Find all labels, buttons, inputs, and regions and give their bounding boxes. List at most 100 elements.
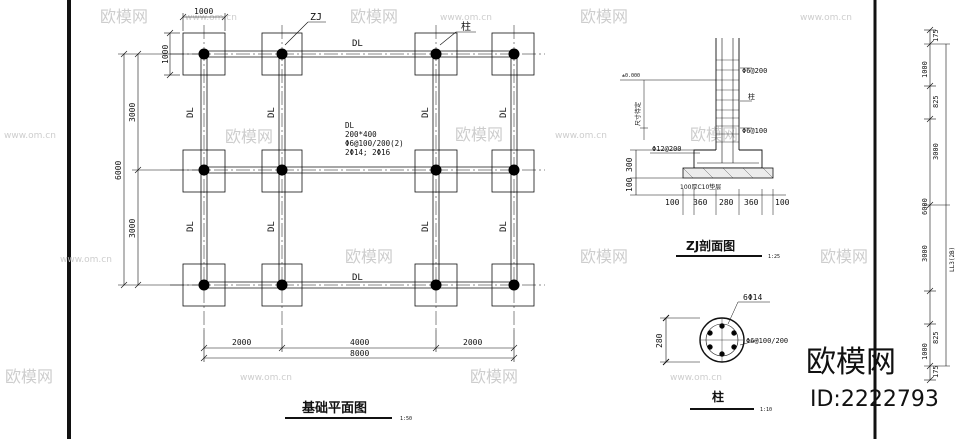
column-dot (276, 48, 288, 60)
beam-spec-line: 200*400 (345, 130, 377, 139)
beam-label: DL (186, 221, 196, 232)
column-title: 柱 (712, 389, 724, 404)
column-dot (198, 279, 210, 291)
beam-label: DL (499, 221, 509, 232)
right-dim: 6000 (921, 198, 929, 215)
column-dot (508, 279, 520, 291)
brand-logo: 欧模网 (806, 345, 896, 380)
dim-total-label: 8000 (350, 349, 369, 358)
watermark-brand: 欧模网 (580, 7, 628, 26)
watermark-url: www.om.cn (800, 13, 852, 23)
dim-left-label: 3000 (128, 103, 137, 122)
beam-label: DL (267, 107, 277, 118)
watermark-url: www.om.cn (555, 131, 607, 141)
column-dot (198, 164, 210, 176)
column-dot (430, 164, 442, 176)
right-dim: 175 (932, 29, 940, 42)
watermark-brand: 欧模网 (350, 7, 398, 26)
level-mark: ±0.000 (622, 73, 640, 79)
watermark-brand: 欧模网 (345, 247, 393, 266)
bar-spec-label: Φ12@200 (652, 145, 682, 153)
section-dim: 300 (625, 157, 634, 172)
stirrup-mid-label: Φ6@100 (742, 127, 767, 135)
section-scale: 1:25 (768, 254, 780, 260)
column-dot (430, 48, 442, 60)
side-note: 尺寸待定 (634, 102, 642, 126)
section-title: ZJ剖面图 (686, 238, 735, 253)
column-scale: 1:10 (760, 407, 772, 413)
section-dim: 360 (693, 198, 708, 207)
beam-label: DL (421, 107, 431, 118)
watermark-brand: 欧模网 (580, 247, 628, 266)
zj-section (620, 38, 786, 215)
plan-dimensions: 1000 2000 4000 2000 8000 1000 3000 (114, 7, 518, 362)
section-column-label: 柱 (748, 92, 755, 101)
stirrup-top-label: Φ6@200 (742, 67, 767, 75)
pad-note: 100厚C10垫层 (680, 183, 721, 191)
right-dim: 1000 (921, 343, 929, 360)
column-bars-label: 6Φ14 (743, 293, 762, 302)
plan-title: 基础平面图 (301, 400, 367, 416)
beam-spec-line: Φ6@100/200(2) (345, 139, 404, 148)
right-elevation-dims (924, 26, 950, 384)
watermark-url: www.om.cn (185, 13, 237, 23)
watermark-brand: 欧模网 (470, 367, 518, 386)
section-dim: 100 (665, 198, 680, 207)
watermark-url: www.om.cn (4, 131, 56, 141)
section-dim: 100 (625, 177, 634, 192)
column-dot (430, 279, 442, 291)
watermark-brand: 欧模网 (100, 7, 148, 26)
dim-left-total-label: 6000 (114, 161, 123, 180)
watermark-url: www.om.cn (240, 373, 292, 383)
column-section (660, 301, 770, 366)
dim-bottom-label: 2000 (232, 338, 251, 347)
dim-bottom-label: 4000 (350, 338, 369, 347)
beam-spec-line: DL (345, 121, 355, 130)
plan-columns (198, 48, 520, 291)
beam-label: DL (421, 221, 431, 232)
right-dim: 825 (932, 331, 940, 344)
beam-label: DL (352, 39, 363, 49)
column-section-labels: 6Φ14 Φ6@100/200 280 (655, 293, 788, 348)
beam-spec-line: 2Φ14; 2Φ16 (345, 148, 391, 157)
dim-top-label: 1000 (194, 7, 213, 16)
column-tag: 柱 (461, 20, 471, 33)
beam-label: DL (499, 107, 509, 118)
foundation-plan (170, 25, 545, 330)
dim-left-label: 3000 (128, 219, 137, 238)
watermark-brand: 欧模网 (455, 125, 503, 144)
right-dim: 825 (932, 95, 940, 108)
plan-labels: DL DL DL DL DL DL DL DL DL DL DL 200*400… (186, 12, 509, 283)
watermark-brand: 欧模网 (690, 125, 738, 144)
watermark-brand: 欧模网 (225, 127, 273, 146)
column-dim: 280 (655, 333, 664, 348)
right-dim: 3000 (921, 245, 929, 262)
watermark-url: www.om.cn (440, 13, 492, 23)
section-dim: 280 (719, 198, 734, 207)
right-dim: 3000 (932, 143, 940, 160)
section-dim: 100 (775, 198, 790, 207)
column-dot (276, 164, 288, 176)
beam-label: DL (267, 221, 277, 232)
column-ties-label: Φ6@100/200 (746, 337, 788, 345)
right-dim: 175 (932, 365, 940, 378)
column-dot (508, 48, 520, 60)
dim-bottom-label: 2000 (463, 338, 482, 347)
column-dot (276, 279, 288, 291)
brand-id: ID:2222793 (810, 387, 939, 412)
section-dim: 360 (744, 198, 759, 207)
watermark-brand: 欧模网 (820, 247, 868, 266)
plan-scale: 1:50 (400, 416, 412, 422)
beam-label: DL (352, 273, 363, 283)
right-dim-note: LL3(2B) (949, 247, 956, 272)
right-dim: 1000 (921, 61, 929, 78)
watermark-layer: 欧模网 www.om.cn 欧模网 www.om.cn 欧模网 www.om.c… (4, 7, 868, 386)
footing-pad (491, 149, 535, 193)
zj-section-labels: ±0.000 Φ6@200 柱 Φ6@100 Φ12@200 尺寸待定 100厚… (622, 67, 790, 207)
right-dim-labels: 175 1000 825 3000 6000 3000 825 1000 175… (921, 29, 956, 378)
column-dot (198, 48, 210, 60)
watermark-url: www.om.cn (670, 373, 722, 383)
zj-tag: ZJ (310, 12, 322, 23)
beam-label: DL (186, 107, 196, 118)
